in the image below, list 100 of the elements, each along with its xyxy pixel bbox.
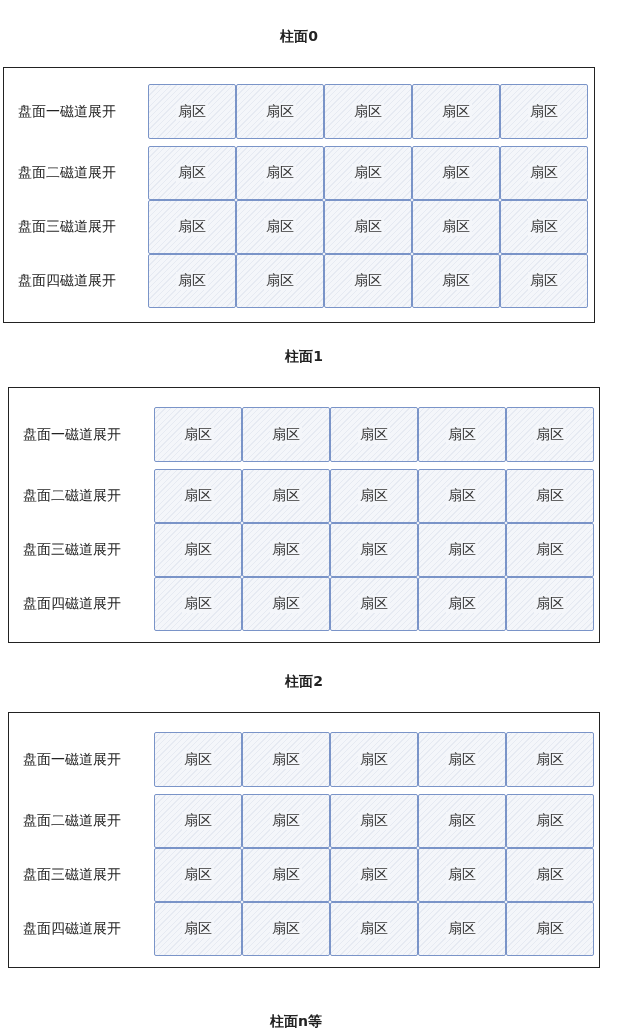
sector-box [418,469,506,523]
sector-label: 扇区 [182,541,214,559]
sector-box [242,577,330,631]
sector-box [324,254,412,308]
row-label: 盘面一磁道展开 [23,425,121,444]
sector-label: 扇区 [358,541,390,559]
sector-label: 扇区 [270,595,302,613]
sector-label: 扇区 [534,920,566,938]
sector-box [412,84,500,139]
sector-label: 扇区 [182,866,214,884]
sector-box [418,577,506,631]
sector-box [148,254,236,308]
sector-label: 扇区 [446,812,478,830]
sector-box [418,848,506,902]
sector-box [412,254,500,308]
sector-box [242,407,330,462]
sector-label: 扇区 [264,218,296,236]
sector-label: 扇区 [264,272,296,290]
sector-box [154,577,242,631]
sector-label: 扇区 [446,425,478,444]
sector-label: 扇区 [534,866,566,884]
sector-label: 扇区 [358,425,390,444]
sector-box [242,902,330,956]
sector-box [154,848,242,902]
sector-box [154,902,242,956]
sector-box [418,523,506,577]
sector-label: 扇区 [440,102,472,121]
sector-box [330,848,418,902]
sector-label: 扇区 [270,812,302,830]
sector-label: 扇区 [446,487,478,505]
sector-box [418,407,506,462]
sector-label: 扇区 [358,487,390,505]
sector-label: 扇区 [534,750,566,769]
sector-label: 扇区 [358,866,390,884]
sector-box [418,732,506,787]
sector-box [500,84,588,139]
sector-box [154,732,242,787]
sector-box [242,794,330,848]
sector-box [330,902,418,956]
sector-box [506,523,594,577]
sector-label: 扇区 [270,487,302,505]
sector-box [154,794,242,848]
sector-box [236,200,324,254]
sector-box [242,469,330,523]
sector-label: 扇区 [528,102,560,121]
sector-label: 扇区 [352,164,384,182]
sector-box [154,407,242,462]
sector-box [330,407,418,462]
panel-heading: 柱面1 [284,348,324,366]
sector-box [412,146,500,200]
row-label: 盘面四磁道展开 [23,595,121,613]
sector-label: 扇区 [534,541,566,559]
sector-box [242,523,330,577]
sector-box [154,469,242,523]
row-label: 盘面一磁道展开 [18,102,116,121]
row-label: 盘面二磁道展开 [23,487,121,505]
sector-label: 扇区 [264,164,296,182]
sector-box [324,84,412,139]
row-label: 盘面三磁道展开 [23,541,121,559]
row-label: 盘面二磁道展开 [18,164,116,182]
sector-label: 扇区 [534,425,566,444]
sector-label: 扇区 [182,812,214,830]
sector-label: 扇区 [264,102,296,121]
sector-label: 扇区 [446,866,478,884]
sector-label: 扇区 [270,541,302,559]
sector-label: 扇区 [352,102,384,121]
sector-label: 扇区 [352,272,384,290]
sector-label: 扇区 [358,595,390,613]
sector-label: 扇区 [270,425,302,444]
sector-box [412,200,500,254]
panel-heading: 柱面2 [284,673,324,691]
sector-label: 扇区 [446,595,478,613]
sector-label: 扇区 [528,218,560,236]
sector-label: 扇区 [182,487,214,505]
sector-label: 扇区 [176,164,208,182]
row-label: 盘面四磁道展开 [23,920,121,938]
sector-label: 扇区 [182,750,214,769]
sector-box [236,146,324,200]
sector-box [500,254,588,308]
sector-label: 扇区 [270,920,302,938]
sector-box [242,732,330,787]
sector-label: 扇区 [446,750,478,769]
sector-box [236,254,324,308]
sector-label: 扇区 [358,920,390,938]
panel-heading: 柱面0 [279,28,319,46]
sector-label: 扇区 [534,812,566,830]
sector-label: 扇区 [176,272,208,290]
sector-box [506,407,594,462]
sector-box [236,84,324,139]
sector-box [506,848,594,902]
row-label: 盘面四磁道展开 [18,272,116,290]
row-label: 盘面三磁道展开 [18,218,116,236]
sector-label: 扇区 [358,750,390,769]
sector-box [330,794,418,848]
sector-box [506,577,594,631]
sector-label: 扇区 [440,164,472,182]
sector-label: 扇区 [182,595,214,613]
caption-text: 柱面n等 [269,1013,323,1031]
sector-label: 扇区 [440,218,472,236]
sector-box [148,200,236,254]
